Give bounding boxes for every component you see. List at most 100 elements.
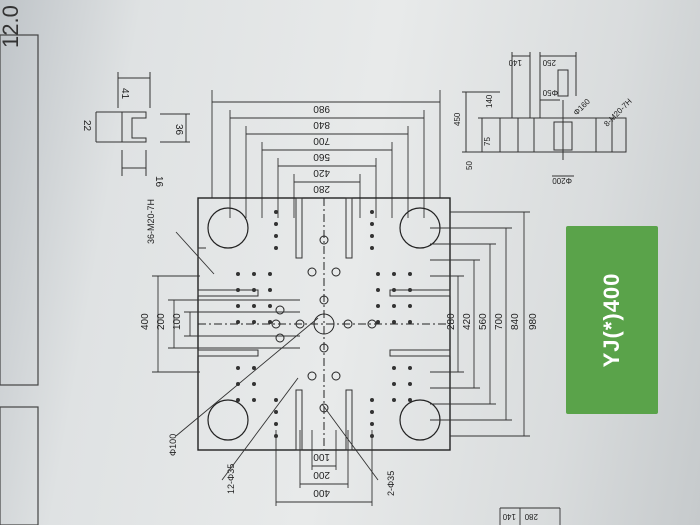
dim-bottom-400: 400: [313, 487, 330, 498]
threaded-hole-mark: [252, 398, 256, 402]
threaded-hole-mark: [370, 398, 374, 402]
dim-right-700: 700: [494, 313, 505, 330]
dim-right-840: 840: [510, 313, 521, 330]
threaded-hole-mark: [408, 304, 412, 308]
threaded-holes: [236, 210, 412, 438]
threaded-hole-mark: [236, 320, 240, 324]
ejector-dim-phi160: Φ160: [572, 97, 593, 118]
threaded-hole-mark: [236, 398, 240, 402]
threaded-hole-mark: [408, 398, 412, 402]
threaded-hole-mark: [370, 210, 374, 214]
threaded-hole-mark: [274, 222, 278, 226]
next-page-fragment: [499, 507, 561, 525]
threaded-hole-mark: [392, 272, 396, 276]
threaded-hole-mark: [274, 422, 278, 426]
threaded-hole-mark: [236, 304, 240, 308]
center-features: [198, 198, 450, 450]
model-title: YJ(*)400: [599, 272, 624, 368]
dim-right-980: 980: [528, 313, 539, 330]
threaded-hole-mark: [392, 304, 396, 308]
slot-dim-right: 36: [173, 124, 184, 136]
dim-top-280: 280: [313, 183, 330, 194]
callout-2-holes: 2-Φ35: [386, 471, 396, 496]
threaded-hole-mark: [376, 320, 380, 324]
ejector-dim-140-b: 140: [485, 94, 494, 108]
dim-top-700: 700: [313, 135, 330, 146]
dim-bottom-200: 200: [313, 469, 330, 480]
bottom-dimension-lines: [275, 430, 373, 506]
threaded-hole-mark: [408, 288, 412, 292]
threaded-hole-mark: [392, 320, 396, 324]
threaded-hole-mark: [376, 288, 380, 292]
right-dimension-lines: [430, 211, 530, 437]
threaded-hole-mark: [376, 272, 380, 276]
threaded-hole-mark: [268, 320, 272, 324]
threaded-hole-mark: [252, 320, 256, 324]
dim-top-420: 420: [313, 167, 330, 178]
threaded-hole-mark: [392, 398, 396, 402]
adjacent-page-frame: [0, 34, 39, 386]
threaded-hole-mark: [370, 246, 374, 250]
ejector-dim-140-a: 140: [508, 58, 522, 67]
threaded-hole-mark: [408, 382, 412, 386]
left-dimension-lines: [152, 275, 300, 373]
threaded-hole-mark: [252, 382, 256, 386]
ejector-dim-450: 450: [453, 112, 462, 126]
threaded-hole-mark: [252, 366, 256, 370]
threaded-hole-mark: [370, 234, 374, 238]
dim-bottom-100: 100: [313, 451, 330, 462]
threaded-hole-mark: [392, 288, 396, 292]
adjacent-page-frame-lower: [0, 406, 39, 525]
next-dim-280: 280: [524, 512, 538, 521]
threaded-hole-mark: [274, 246, 278, 250]
ejector-dim-75: 75: [483, 137, 492, 146]
threaded-hole-mark: [274, 234, 278, 238]
next-dim-140: 140: [502, 512, 516, 521]
slot-dim-bottom: 16: [153, 176, 164, 188]
callout-threaded-holes: 36-M20-7H: [146, 199, 156, 244]
dim-right-560: 560: [478, 313, 489, 330]
dim-left-400: 400: [140, 313, 151, 330]
ejector-detail: [462, 52, 627, 177]
threaded-hole-mark: [392, 366, 396, 370]
threaded-hole-mark: [274, 210, 278, 214]
threaded-hole-mark: [236, 288, 240, 292]
top-dimension-lines: [211, 90, 441, 218]
dim-top-560: 560: [313, 151, 330, 162]
dim-right-420: 420: [462, 313, 473, 330]
threaded-hole-mark: [408, 366, 412, 370]
leader-lines: [175, 231, 379, 481]
threaded-hole-mark: [252, 304, 256, 308]
threaded-hole-mark: [236, 272, 240, 276]
threaded-hole-mark: [370, 410, 374, 414]
callout-12-holes: 12-Φ35: [226, 464, 236, 494]
dim-top-980: 980: [313, 103, 330, 114]
ejector-dim-250: 250: [542, 58, 556, 67]
threaded-hole-mark: [236, 366, 240, 370]
model-banner: YJ(*)400: [566, 226, 658, 414]
threaded-hole-mark: [376, 304, 380, 308]
threaded-hole-mark: [274, 410, 278, 414]
callout-center-hole: Φ100: [168, 434, 178, 456]
ejector-dim-50: 50: [465, 161, 474, 170]
slot-dim-top: 41: [119, 88, 130, 100]
threaded-hole-mark: [392, 382, 396, 386]
threaded-hole-mark: [268, 272, 272, 276]
dim-top-840: 840: [313, 119, 330, 130]
ejector-dim-phi50: Φ50: [542, 88, 558, 97]
ejector-thread-callout: 8-M20-7H: [602, 97, 634, 129]
tslot-section-detail: [95, 72, 190, 176]
threaded-hole-mark: [268, 288, 272, 292]
t-slots: [197, 197, 451, 451]
threaded-hole-mark: [274, 398, 278, 402]
ejector-dim-phi200: Φ200: [552, 176, 572, 185]
threaded-hole-mark: [268, 304, 272, 308]
slot-dim-left: 22: [81, 120, 92, 132]
threaded-hole-mark: [370, 422, 374, 426]
threaded-hole-mark: [252, 272, 256, 276]
threaded-hole-mark: [370, 222, 374, 226]
dim-left-100: 100: [172, 313, 183, 330]
dim-right-280: 280: [446, 313, 457, 330]
